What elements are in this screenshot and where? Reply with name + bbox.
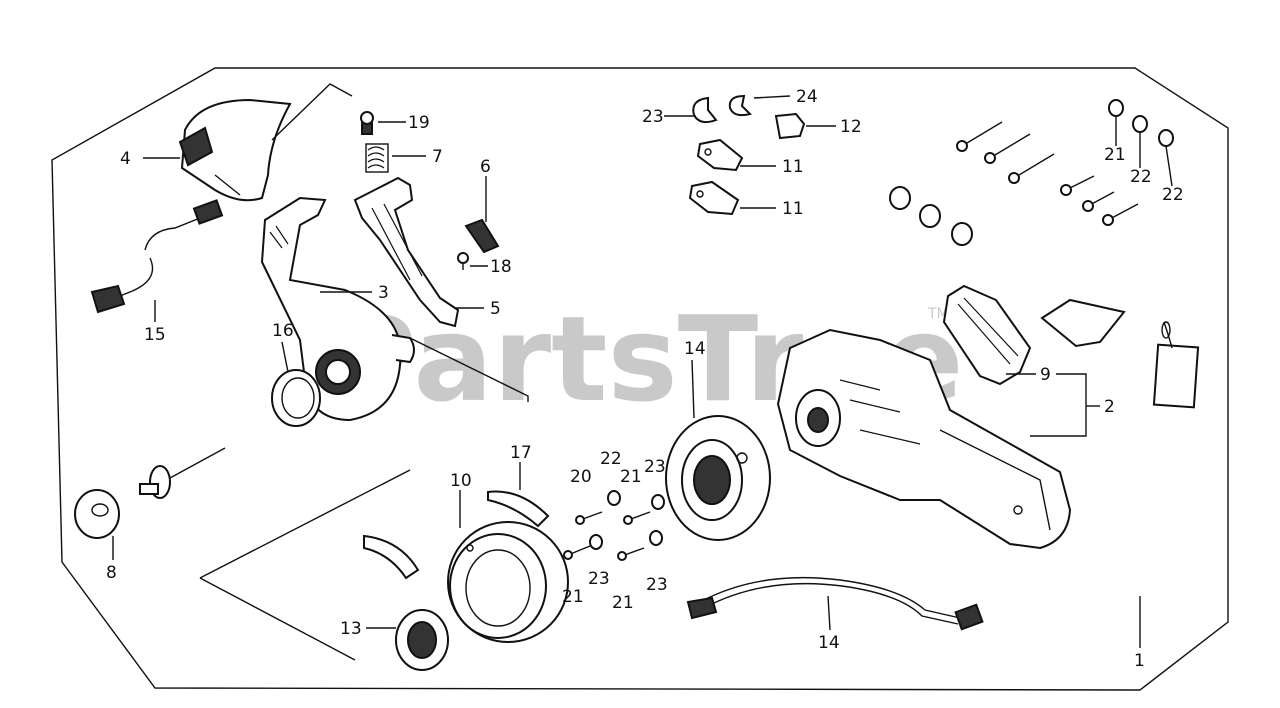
callout-11b: 11 (782, 199, 804, 219)
wire-harness-16 (90, 199, 224, 314)
knob-8 (74, 489, 120, 539)
callout-14: 14 (684, 339, 706, 359)
callout-22c: 22 (1162, 185, 1184, 205)
pad-sheet (1040, 298, 1126, 348)
callout-21a: 20 (570, 467, 592, 487)
spring-7 (365, 143, 389, 173)
clip-24-right (728, 94, 752, 117)
callout-18: 17 (510, 443, 532, 463)
drum-10 (447, 521, 569, 643)
callout-21d: 21 (612, 593, 634, 613)
callout-20: 19 (408, 113, 430, 133)
callout-10: 10 (450, 471, 472, 491)
kit-boundary (51, 67, 1229, 691)
callout-3: 3 (378, 283, 389, 303)
watermark-trademark: TM (927, 306, 949, 322)
callout-21c: 21 (562, 587, 584, 607)
lever-cover (178, 98, 292, 202)
callout-8: 8 (106, 563, 117, 583)
screw-20 (360, 111, 374, 135)
left-group-guide (199, 337, 529, 661)
callout-6: 6 (480, 157, 491, 177)
callout-22a: 21 (1104, 145, 1126, 165)
callout-12: 12 (840, 117, 862, 137)
pad-18 (487, 490, 550, 528)
callout-13: 13 (340, 619, 362, 639)
link-11-upper (696, 138, 744, 172)
callout-16: 15 (144, 325, 166, 345)
callout-2: 2 (1104, 397, 1115, 417)
shaft-assembly (139, 447, 226, 499)
callout-23b: 23 (644, 457, 666, 477)
callout-22b: 22 (1130, 167, 1152, 187)
shift-lever-5 (353, 176, 460, 328)
wire-15 (686, 576, 984, 631)
callout-23d: 23 (646, 575, 668, 595)
callout-24a: 23 (642, 107, 664, 127)
callout-19: 18 (490, 257, 512, 277)
callout-15: 14 (818, 633, 840, 653)
stopper-12 (774, 112, 806, 140)
callout-21b: 21 (620, 467, 642, 487)
callout-23a: 22 (600, 449, 622, 469)
callout-11a: 11 (782, 157, 804, 177)
bottom-group-guide (199, 469, 411, 579)
callout-23c: 23 (588, 569, 610, 589)
callout-9: 9 (1040, 365, 1051, 385)
link-11-lower (688, 180, 740, 216)
callout-1: 1 (1134, 651, 1145, 671)
plate-6 (464, 218, 500, 254)
control-box-housing-2 (776, 328, 1072, 550)
bolts-and-nuts-22 (889, 99, 1174, 246)
callout-7: 7 (432, 147, 443, 167)
callout-4: 4 (120, 149, 131, 169)
rotor-14 (665, 415, 771, 541)
callout-labels: 4 19 7 6 18 3 5 16 15 8 10 17 13 14 14 2… (106, 87, 1184, 671)
leader-lines (112, 95, 1173, 648)
callout-5: 5 (490, 299, 501, 319)
callout-17: 16 (272, 321, 294, 341)
o-ring-17 (271, 369, 321, 427)
pad-small (363, 534, 420, 580)
fasteners-21-23 (563, 490, 665, 561)
screw-19 (457, 252, 469, 270)
ratchet-13 (395, 609, 449, 671)
clip-24-left (692, 96, 718, 124)
callout-24b: 24 (796, 87, 818, 107)
tag (1152, 321, 1200, 409)
gasket-9 (942, 284, 1032, 386)
lever-cover-outline (271, 83, 353, 141)
